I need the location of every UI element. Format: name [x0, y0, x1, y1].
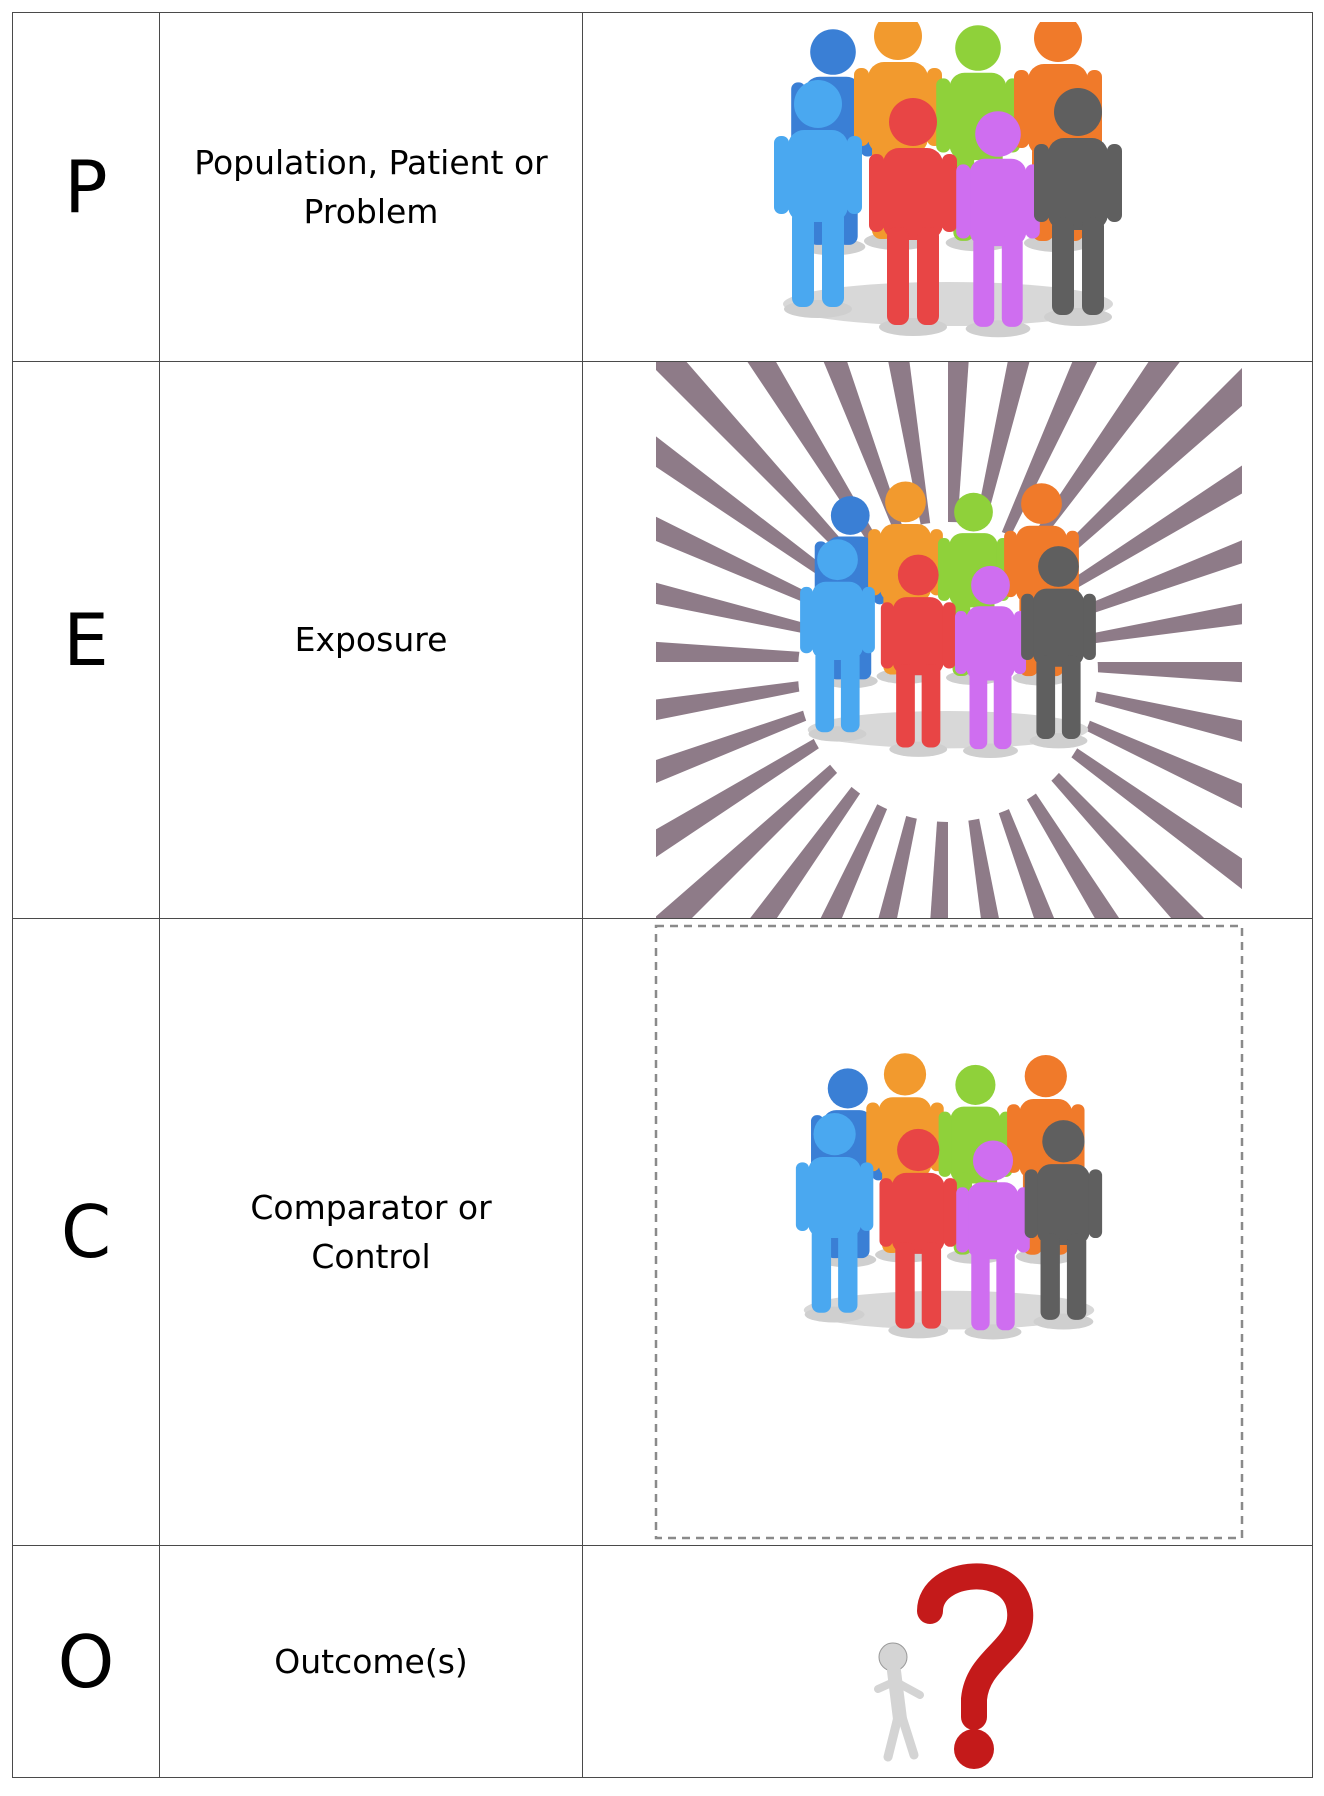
dashed-frame [654, 924, 1243, 1540]
letter-o: O [12, 1545, 160, 1778]
person-figure [954, 565, 1026, 759]
person-figure [868, 98, 957, 336]
term-line: Problem [303, 192, 439, 231]
peco-table: P Population, Patient or Problem E Expos… [12, 12, 1313, 1778]
row-outcome: O Outcome(s) [12, 1545, 1313, 1778]
person-figure [955, 1140, 1030, 1340]
person-figure [1033, 88, 1122, 326]
control-group-of-people-icon [654, 924, 1243, 1540]
outcome-image-cell [582, 1545, 1313, 1778]
term-comparator: Comparator or Control [159, 918, 583, 1546]
term-line: Population, Patient or [194, 142, 548, 182]
term-line: Comparator or [250, 1187, 492, 1227]
term-exposure: Exposure [159, 361, 583, 919]
term-line: Exposure [294, 620, 448, 660]
question-mark-icon [916, 1563, 1033, 1769]
row-population: P Population, Patient or Problem [12, 12, 1313, 362]
thinking-figure-icon [873, 1642, 924, 1762]
person-figure [795, 1113, 873, 1323]
person-figure [880, 554, 956, 757]
person-figure [1024, 1120, 1102, 1330]
term-population: Population, Patient or Problem [159, 12, 583, 362]
exposed-group-of-people-icon [655, 362, 1242, 918]
person-figure [1020, 546, 1096, 749]
person-figure [799, 539, 875, 742]
term-line: Outcome(s) [274, 1641, 468, 1681]
comparator-image-cell [582, 918, 1313, 1546]
group-of-people-icon [773, 22, 1122, 338]
population-image-cell [582, 12, 1313, 362]
person-figure [878, 1128, 957, 1339]
row-exposure: E Exposure [12, 361, 1313, 919]
person-figure [773, 80, 862, 318]
question-mark-figure-icon [873, 1563, 1033, 1769]
letter-p: P [12, 12, 160, 362]
exposure-image-cell [582, 361, 1313, 919]
term-line: Control [311, 1237, 431, 1276]
letter-e: E [12, 361, 160, 919]
row-comparator: C Comparator or Control [12, 918, 1313, 1546]
term-outcome: Outcome(s) [159, 1545, 583, 1778]
letter-c: C [12, 918, 160, 1546]
